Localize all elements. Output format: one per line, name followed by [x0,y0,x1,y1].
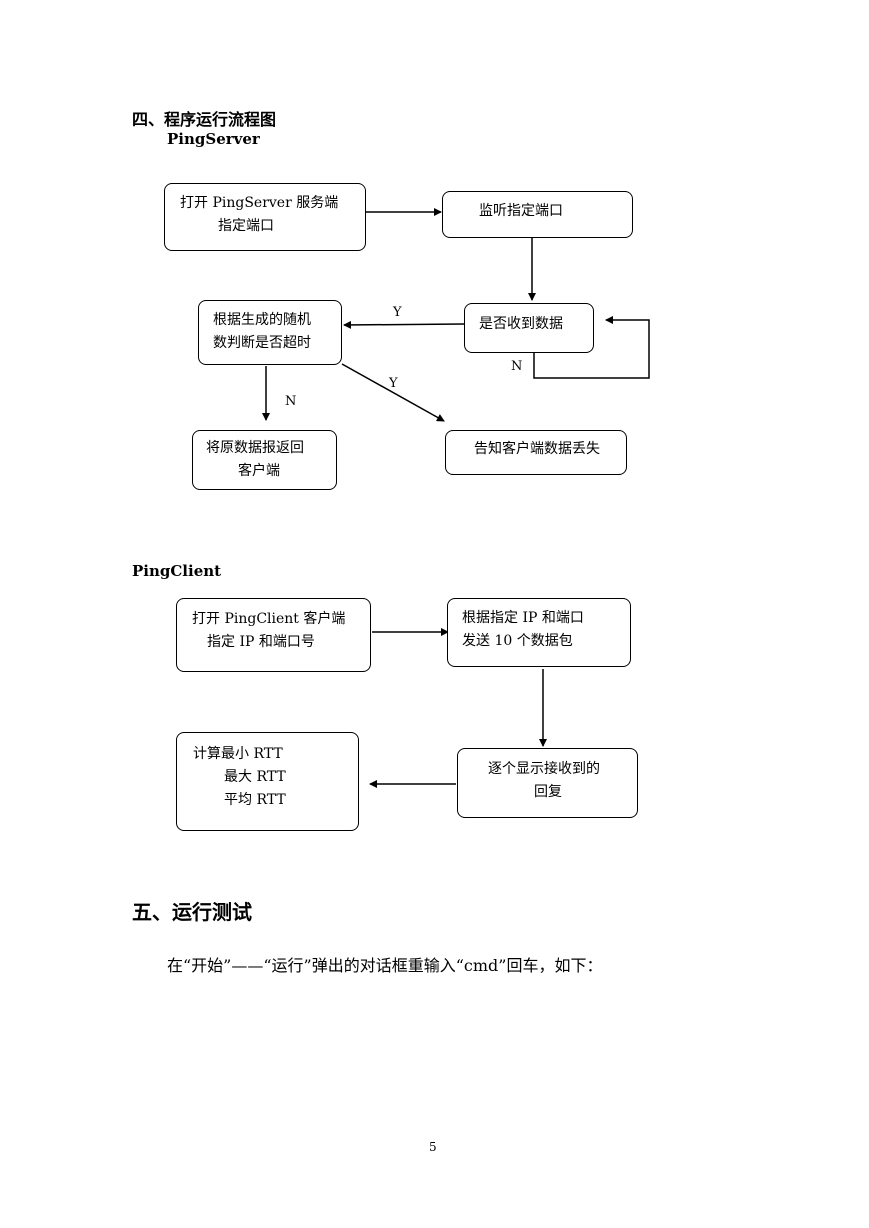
box-notify-lost-text: 告知客户端数据丢失 [474,441,600,457]
box-open-pingserver: 打开 PingServer 服务端 指定端口 [164,183,366,251]
label-y-timeout: Y [389,376,398,391]
box-notify-lost: 告知客户端数据丢失 [445,430,627,475]
box-return-datagram: 将原数据报返回 客户端 [192,430,337,490]
section-5-title: 五、运行测试 [132,900,252,924]
box-open-pingserver-line2: 指定端口 [218,218,274,234]
box-check-timeout-line2: 数判断是否超时 [213,335,311,351]
box-show-replies-line1: 逐个显示接收到的 [488,761,600,777]
label-n-timeout: N [285,394,297,409]
box-return-datagram-line2: 客户端 [238,463,280,479]
arrow-check-to-lost [341,363,445,422]
box-open-pingclient: 打开 PingClient 客户端 指定 IP 和端口号 [176,598,371,672]
box-compute-rtt: 计算最小 RTT 最大 RTT 平均 RTT [176,732,359,831]
box-show-replies-line2: 回复 [534,784,562,800]
box-compute-rtt-line3: 平均 RTT [224,792,286,808]
box-return-datagram-line1: 将原数据报返回 [206,440,304,456]
section-4-title: 四、程序运行流程图 [132,110,277,129]
box-send-packets-line2: 发送 10 个数据包 [462,633,573,649]
box-show-replies: 逐个显示接收到的 回复 [457,748,638,818]
box-check-timeout: 根据生成的随机 数判断是否超时 [198,300,342,365]
arrow-received-loop [533,316,650,379]
box-data-received-text: 是否收到数据 [479,316,563,332]
box-listen-port: 监听指定端口 [442,191,633,238]
box-data-received: 是否收到数据 [464,303,594,353]
pingclient-heading: PingClient [132,562,222,580]
box-check-timeout-line1: 根据生成的随机 [213,312,311,328]
box-compute-rtt-line2: 最大 RTT [224,769,286,785]
box-open-pingclient-line2: 指定 IP 和端口号 [207,634,315,650]
box-send-packets-line1: 根据指定 IP 和端口 [462,610,584,626]
box-open-pingclient-line1: 打开 PingClient 客户端 [192,611,346,627]
pingserver-heading: PingServer [167,130,260,148]
box-listen-port-text: 监听指定端口 [479,203,563,219]
box-compute-rtt-line1: 计算最小 RTT [193,746,283,762]
box-send-packets: 根据指定 IP 和端口 发送 10 个数据包 [447,598,631,667]
arrow-received-to-check [343,320,465,329]
box-open-pingserver-line1: 打开 PingServer 服务端 [180,195,339,211]
label-n-received: N [511,359,523,374]
page-number: 5 [429,1140,437,1154]
instruction-paragraph: 在“开始”——“运行”弹出的对话框重输入“cmd”回车，如下： [167,956,603,975]
label-y-received: Y [393,305,402,320]
